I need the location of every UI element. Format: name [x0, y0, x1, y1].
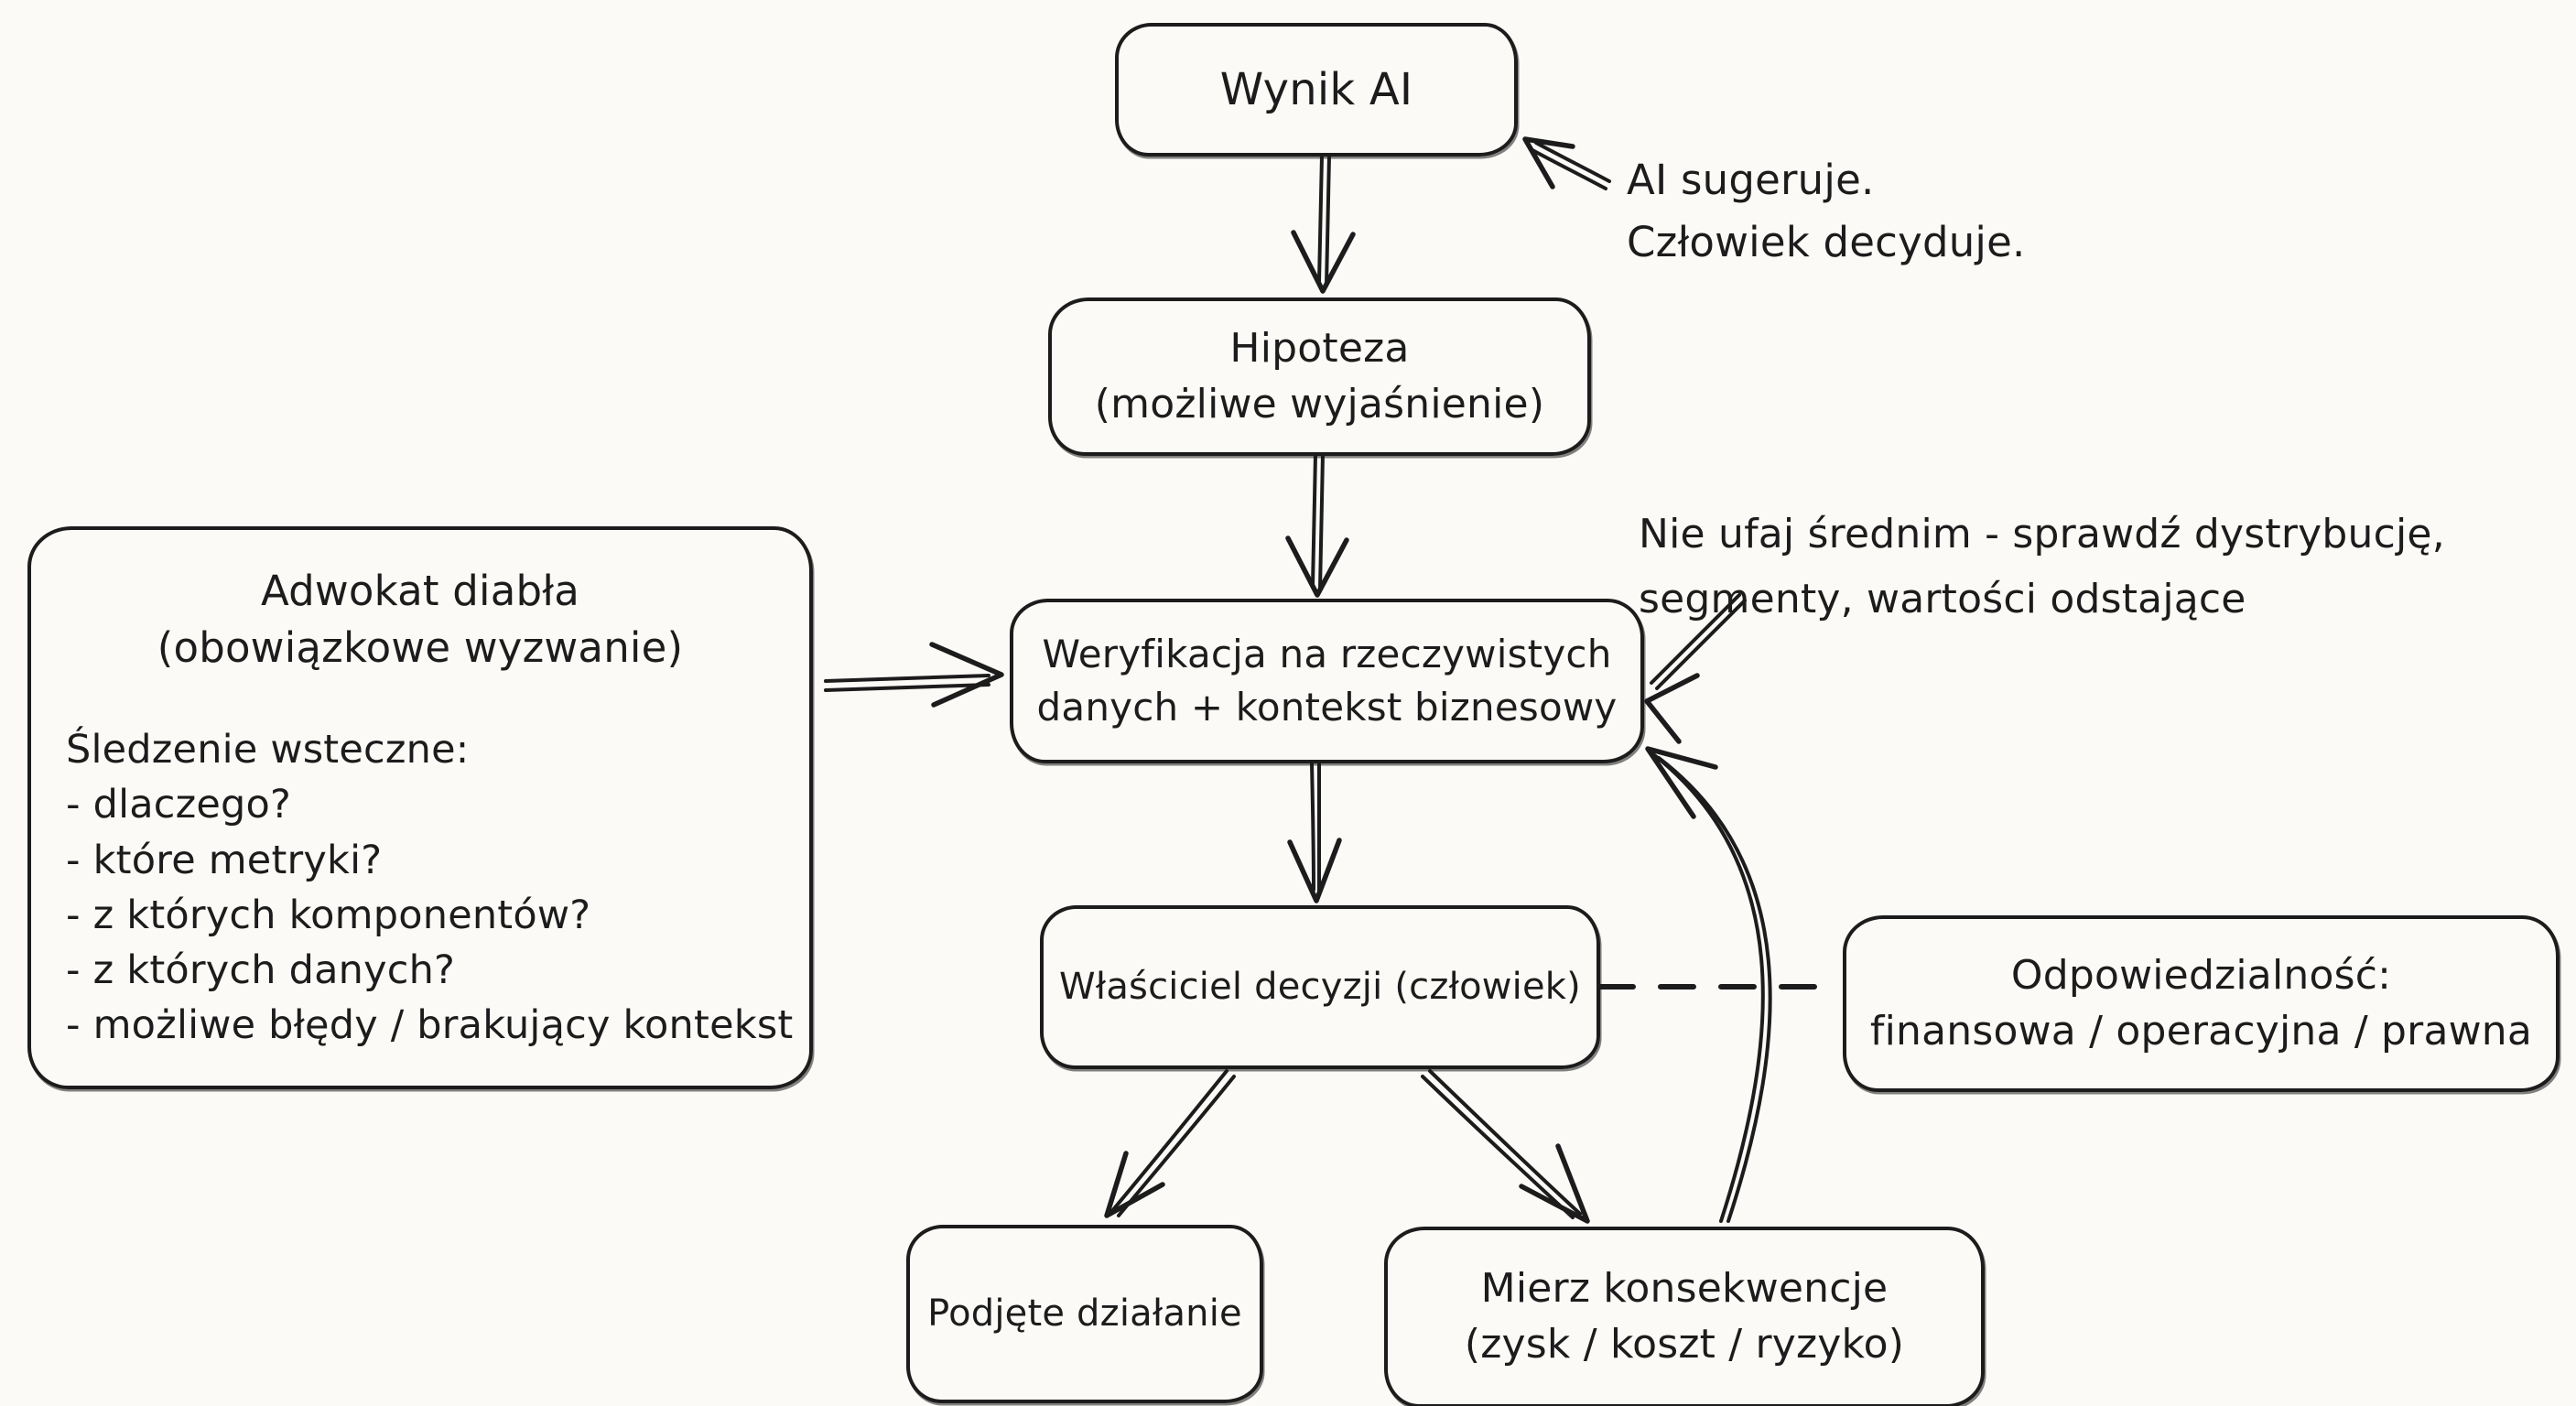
node-label-line: Hipoteza [1229, 324, 1410, 372]
arrow-weryfikacja-to-wlasciciel [1287, 762, 1342, 903]
arrow-shaft [1421, 1075, 1575, 1219]
arrow-hipoteza-to-weryfikacja [1285, 452, 1349, 598]
arrow-wynik-to-hipoteza [1291, 154, 1356, 294]
node-wynik-ai: Wynik AI [1115, 23, 1518, 157]
checklist-item: - które metryki? [66, 837, 383, 883]
arrow-shaft [824, 683, 990, 692]
arrow-head [1287, 838, 1342, 903]
arrow-head [1644, 673, 1700, 744]
node-odpowiedzialnosc: Odpowiedzialność: finansowa / operacyjna… [1843, 915, 2560, 1092]
checklist-item: - z których danych? [66, 946, 456, 993]
arrow-head [1645, 746, 1718, 819]
arrow-wlasciciel-to-mierz [1421, 1069, 1590, 1224]
arrow-head [929, 642, 1004, 708]
node-label-line: Weryfikacja na rzeczywistych [1042, 632, 1612, 677]
node-mierz-konsekwencje: Mierz konsekwencje (zysk / koszt / ryzyk… [1384, 1227, 1985, 1406]
checklist-heading: Śledzenie wsteczne: [66, 727, 470, 773]
adwokat-checklist: Śledzenie wsteczne: - dlaczego? - które … [31, 722, 809, 1053]
arrow-adwokat-to-weryfikacja [824, 642, 1004, 708]
node-podjete-dzialanie: Podjęte działanie [906, 1225, 1263, 1403]
arrow-head [1104, 1151, 1165, 1218]
arrow-shaft [1317, 154, 1324, 284]
arrow-shaft [1428, 1069, 1582, 1216]
node-label: Podjęte działanie [927, 1292, 1242, 1335]
arrow-wlasciciel-to-podjete [1104, 1069, 1236, 1218]
arrow-shaft [824, 674, 990, 683]
annotation-nie-ufaj-srednim: Nie ufaj średnim - sprawdź dystrybucję, … [1639, 502, 2445, 633]
annotation-line: segmenty, wartości odstające [1639, 576, 2246, 623]
arrow-shaft [1318, 452, 1325, 591]
node-hipoteza: Hipoteza (możliwe wyjaśnienie) [1048, 297, 1591, 456]
node-label-line: finansowa / operacyjna / prawna [1869, 1007, 2533, 1054]
arrow-shaft [1311, 452, 1317, 588]
node-label-line: Mierz konsekwencje [1480, 1265, 1889, 1313]
node-label-line: (obowiązkowe wyzwanie) [157, 623, 684, 673]
annotation-line: Człowiek decyduje. [1627, 217, 2026, 266]
node-label: Wynik AI [1219, 63, 1413, 115]
annotation-line: Nie ufaj średnim - sprawdź dystrybucję, [1639, 511, 2445, 557]
arrow-mierz-to-weryfikacja-curved [1645, 746, 1772, 1223]
arrow-shaft [1534, 141, 1611, 183]
arrow-shaft [1325, 154, 1331, 287]
node-label-line: (zysk / koszt / ryzyko) [1464, 1321, 1905, 1368]
arrow-head [1291, 230, 1356, 294]
node-adwokat-diabla: Adwokat diabła (obowiązkowe wyzwanie) Śl… [27, 526, 813, 1089]
node-label: Właściciel decyzji (człowiek) [1059, 965, 1581, 1008]
arrow-shaft [1117, 1075, 1236, 1217]
arrow-head [1519, 1143, 1590, 1224]
checklist-item: - dlaczego? [66, 782, 292, 828]
node-label-line: Adwokat diabła [260, 567, 580, 615]
node-label-line: (możliwe wyjaśnienie) [1094, 380, 1545, 427]
node-label-line: danych + kontekst biznesowy [1036, 685, 1618, 730]
arrow-shaft [1651, 752, 1765, 1223]
arrow-shaft [1310, 762, 1315, 892]
annotation-ai-sugeruje: AI sugeruje. Człowiek decyduje. [1627, 149, 2026, 273]
adwokat-title: Adwokat diabła (obowiązkowe wyzwanie) [157, 563, 684, 676]
arrow-shaft [1109, 1069, 1228, 1214]
node-weryfikacja: Weryfikacja na rzeczywistych danych + ko… [1010, 599, 1644, 763]
annotation-line: AI sugeruje. [1627, 156, 1875, 204]
arrow-head [1285, 535, 1349, 598]
arrow-shaft [1657, 756, 1772, 1223]
arrow-head [1522, 136, 1575, 189]
checklist-item: - możliwe błędy / brakujący kontekst [66, 1002, 794, 1049]
node-wlasciciel-decyzji: Właściciel decyzji (człowiek) [1040, 905, 1600, 1069]
arrow-ai-note-to-wynik [1522, 136, 1611, 190]
node-label-line: Odpowiedzialność: [2010, 951, 2392, 999]
checklist-item: - z których komponentów? [66, 892, 591, 938]
arrow-shaft [1531, 148, 1607, 190]
